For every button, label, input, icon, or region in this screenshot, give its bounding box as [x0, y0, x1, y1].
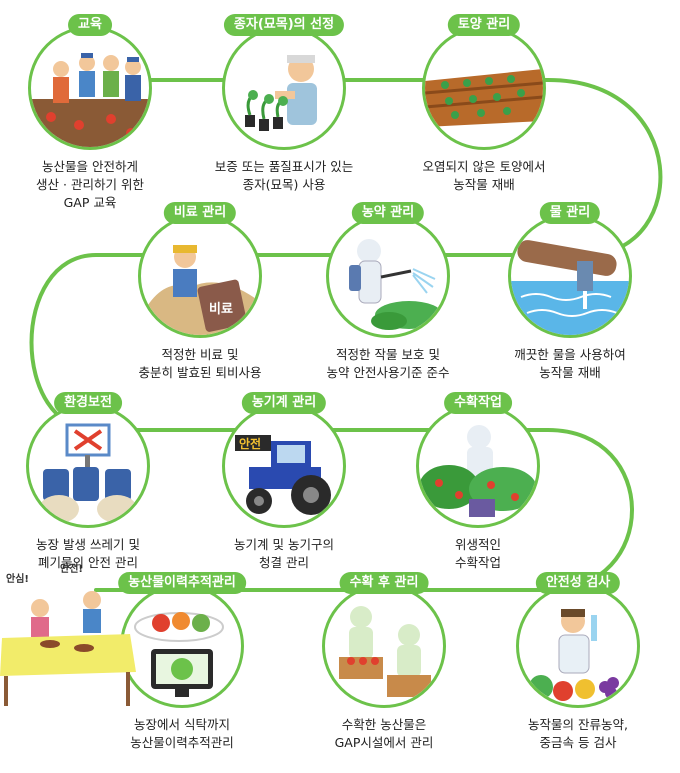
- step-title: 수확 후 관리: [339, 572, 429, 594]
- pesticide-icon: [349, 239, 443, 330]
- safety-sign-label: 안전: [239, 436, 261, 451]
- traceability-icon: [134, 612, 224, 697]
- dining-table-illustration: [0, 591, 136, 706]
- step-title: 수확작업: [444, 392, 512, 414]
- fertilizer-bag-label: 비료: [209, 302, 233, 317]
- step-title: 물 관리: [539, 202, 601, 224]
- speech-bubble-relief: 안심!: [6, 574, 29, 585]
- seedling-icon: [245, 55, 317, 131]
- inspection-icon: [529, 609, 619, 701]
- step-title: 농약 관리: [351, 202, 425, 224]
- step-title: 토양 관리: [447, 14, 521, 36]
- step-title: 안전성 검사: [535, 572, 621, 594]
- tractor-icon: 안전: [235, 435, 331, 515]
- step-title: 종자(묘목)의 선정: [223, 14, 345, 36]
- water-icon: [511, 240, 629, 335]
- fertilizer-icon: 비료: [141, 245, 259, 335]
- step-title: 비료 관리: [163, 202, 237, 224]
- post-harvest-icon: [339, 606, 431, 697]
- harvest-icon: [419, 425, 537, 517]
- step-caption: 농작물의 잔류농약,중금속 등 검사: [528, 717, 628, 750]
- waste-icon: [39, 423, 137, 523]
- step-title: 환경보전: [54, 392, 122, 414]
- step-title: 농기계 관리: [241, 392, 327, 414]
- education-icon: [31, 53, 149, 147]
- speech-bubble-safety: 안전!: [60, 564, 83, 575]
- step-title: 교육: [68, 14, 112, 36]
- step-title: 농산물이력추적관리: [118, 572, 246, 594]
- soil-icon: [425, 69, 543, 127]
